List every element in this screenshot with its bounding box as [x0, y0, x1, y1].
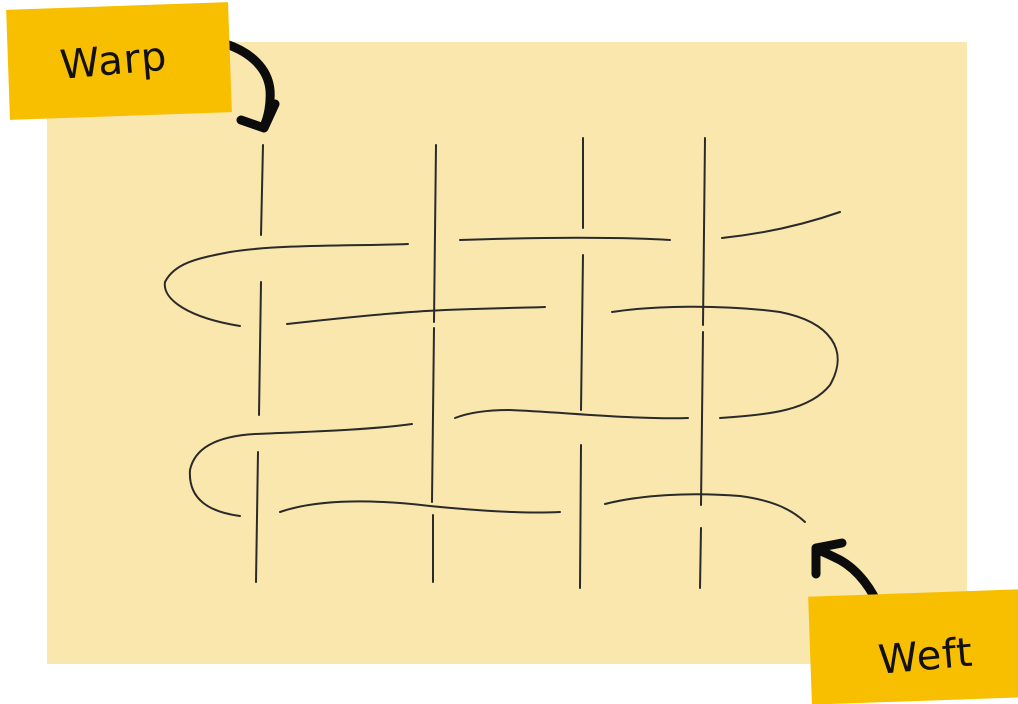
warp-label-card: Warp	[6, 2, 232, 120]
weft-row-1c	[722, 212, 840, 238]
warp-label: Warp	[59, 34, 170, 89]
weft-row-1b	[460, 238, 670, 240]
weft-row-2b	[612, 307, 838, 418]
weft-label-card: Weft	[808, 589, 1018, 704]
warp-thread-2	[432, 145, 436, 582]
warp-arrow	[226, 44, 275, 128]
weft-row-3	[455, 410, 688, 418]
weft-label: Weft	[876, 630, 975, 684]
warp-thread-4	[700, 138, 705, 588]
weft-threads	[165, 212, 840, 522]
weft-row-1	[165, 244, 408, 326]
warp-threads	[256, 138, 705, 588]
weft-row-2	[287, 307, 545, 324]
weft-row-4	[280, 501, 560, 512]
weft-row-4b	[605, 494, 805, 522]
warp-thread-1	[256, 145, 263, 582]
warp-thread-3	[580, 138, 583, 588]
